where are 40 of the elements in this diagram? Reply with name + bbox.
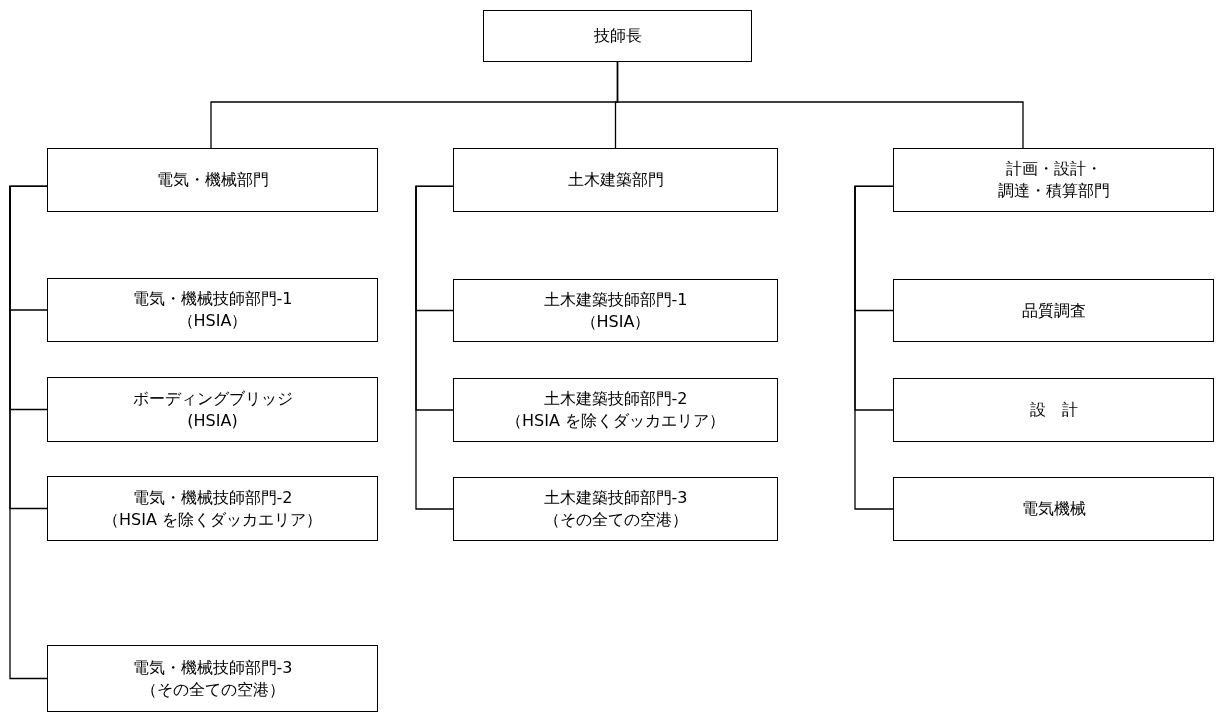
box-label: （HSIA を除くダッカエリア） (103, 509, 322, 530)
department-box (47, 377, 378, 442)
box-label: 電気・機械技師部門-1 (132, 289, 293, 309)
connector-line (9, 185, 48, 680)
department-box (893, 477, 1214, 541)
department-box (47, 476, 378, 541)
box-label: 電気機械 (1021, 499, 1086, 519)
box-label: （HSIA を除くダッカエリア） (506, 411, 725, 431)
department-box (453, 477, 778, 541)
connector-line (415, 185, 454, 510)
org-chart-box (483, 10, 752, 62)
box-label: 土木建築技師部門-3 (543, 488, 688, 508)
department-box (47, 148, 378, 212)
department-box (453, 279, 778, 342)
box-label: （その全ての空港） (140, 679, 285, 700)
box-label: 電気・機械技師部門-3 (132, 657, 293, 678)
connector-line (616, 61, 1024, 149)
box-label: 技師長 (593, 26, 642, 46)
department-box (893, 378, 1214, 442)
box-label: （その全ての空港） (543, 510, 688, 530)
box-label: （HSIA） (580, 311, 651, 332)
box-label: 設 計 (1029, 400, 1078, 420)
department-box (47, 645, 378, 712)
box-label: 電気・機械部門 (156, 170, 269, 190)
box-label: （HSIA） (177, 311, 248, 331)
box-label: 電気・機械技師部門-2 (132, 487, 293, 508)
department-box (453, 378, 778, 442)
department-box (453, 148, 778, 212)
department-box (893, 148, 1214, 212)
box-label: (HSIA) (187, 410, 238, 431)
box-label: 土木建築技師部門-2 (543, 389, 688, 409)
box-label: 調達・積算部門 (997, 181, 1110, 201)
box-label: 品質調査 (1021, 300, 1086, 321)
box-label: 土木建築技師部門-1 (543, 289, 688, 310)
connector-line (854, 185, 894, 510)
department-box (47, 278, 378, 342)
department-box (893, 279, 1214, 342)
box-label: 土木建築部門 (567, 170, 664, 190)
box-label: 計画・設計・ (1005, 159, 1102, 179)
box-label: ボーディングブリッジ (132, 388, 293, 409)
